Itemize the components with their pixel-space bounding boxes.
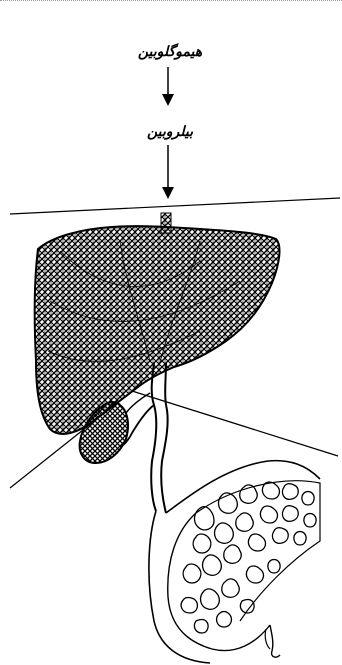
- bile-duct-inner: [161, 363, 167, 513]
- liver: [35, 226, 280, 434]
- duodenum-outer: [149, 461, 320, 663]
- bile-duct-outer: [151, 363, 156, 511]
- pancreas: [181, 482, 316, 633]
- arrow-down-2: [162, 145, 174, 199]
- upper-boundary-line: [10, 198, 340, 214]
- arrow-down-1: [162, 67, 174, 106]
- duct-tail: [270, 625, 280, 657]
- lower-boundary-line-right: [132, 391, 338, 456]
